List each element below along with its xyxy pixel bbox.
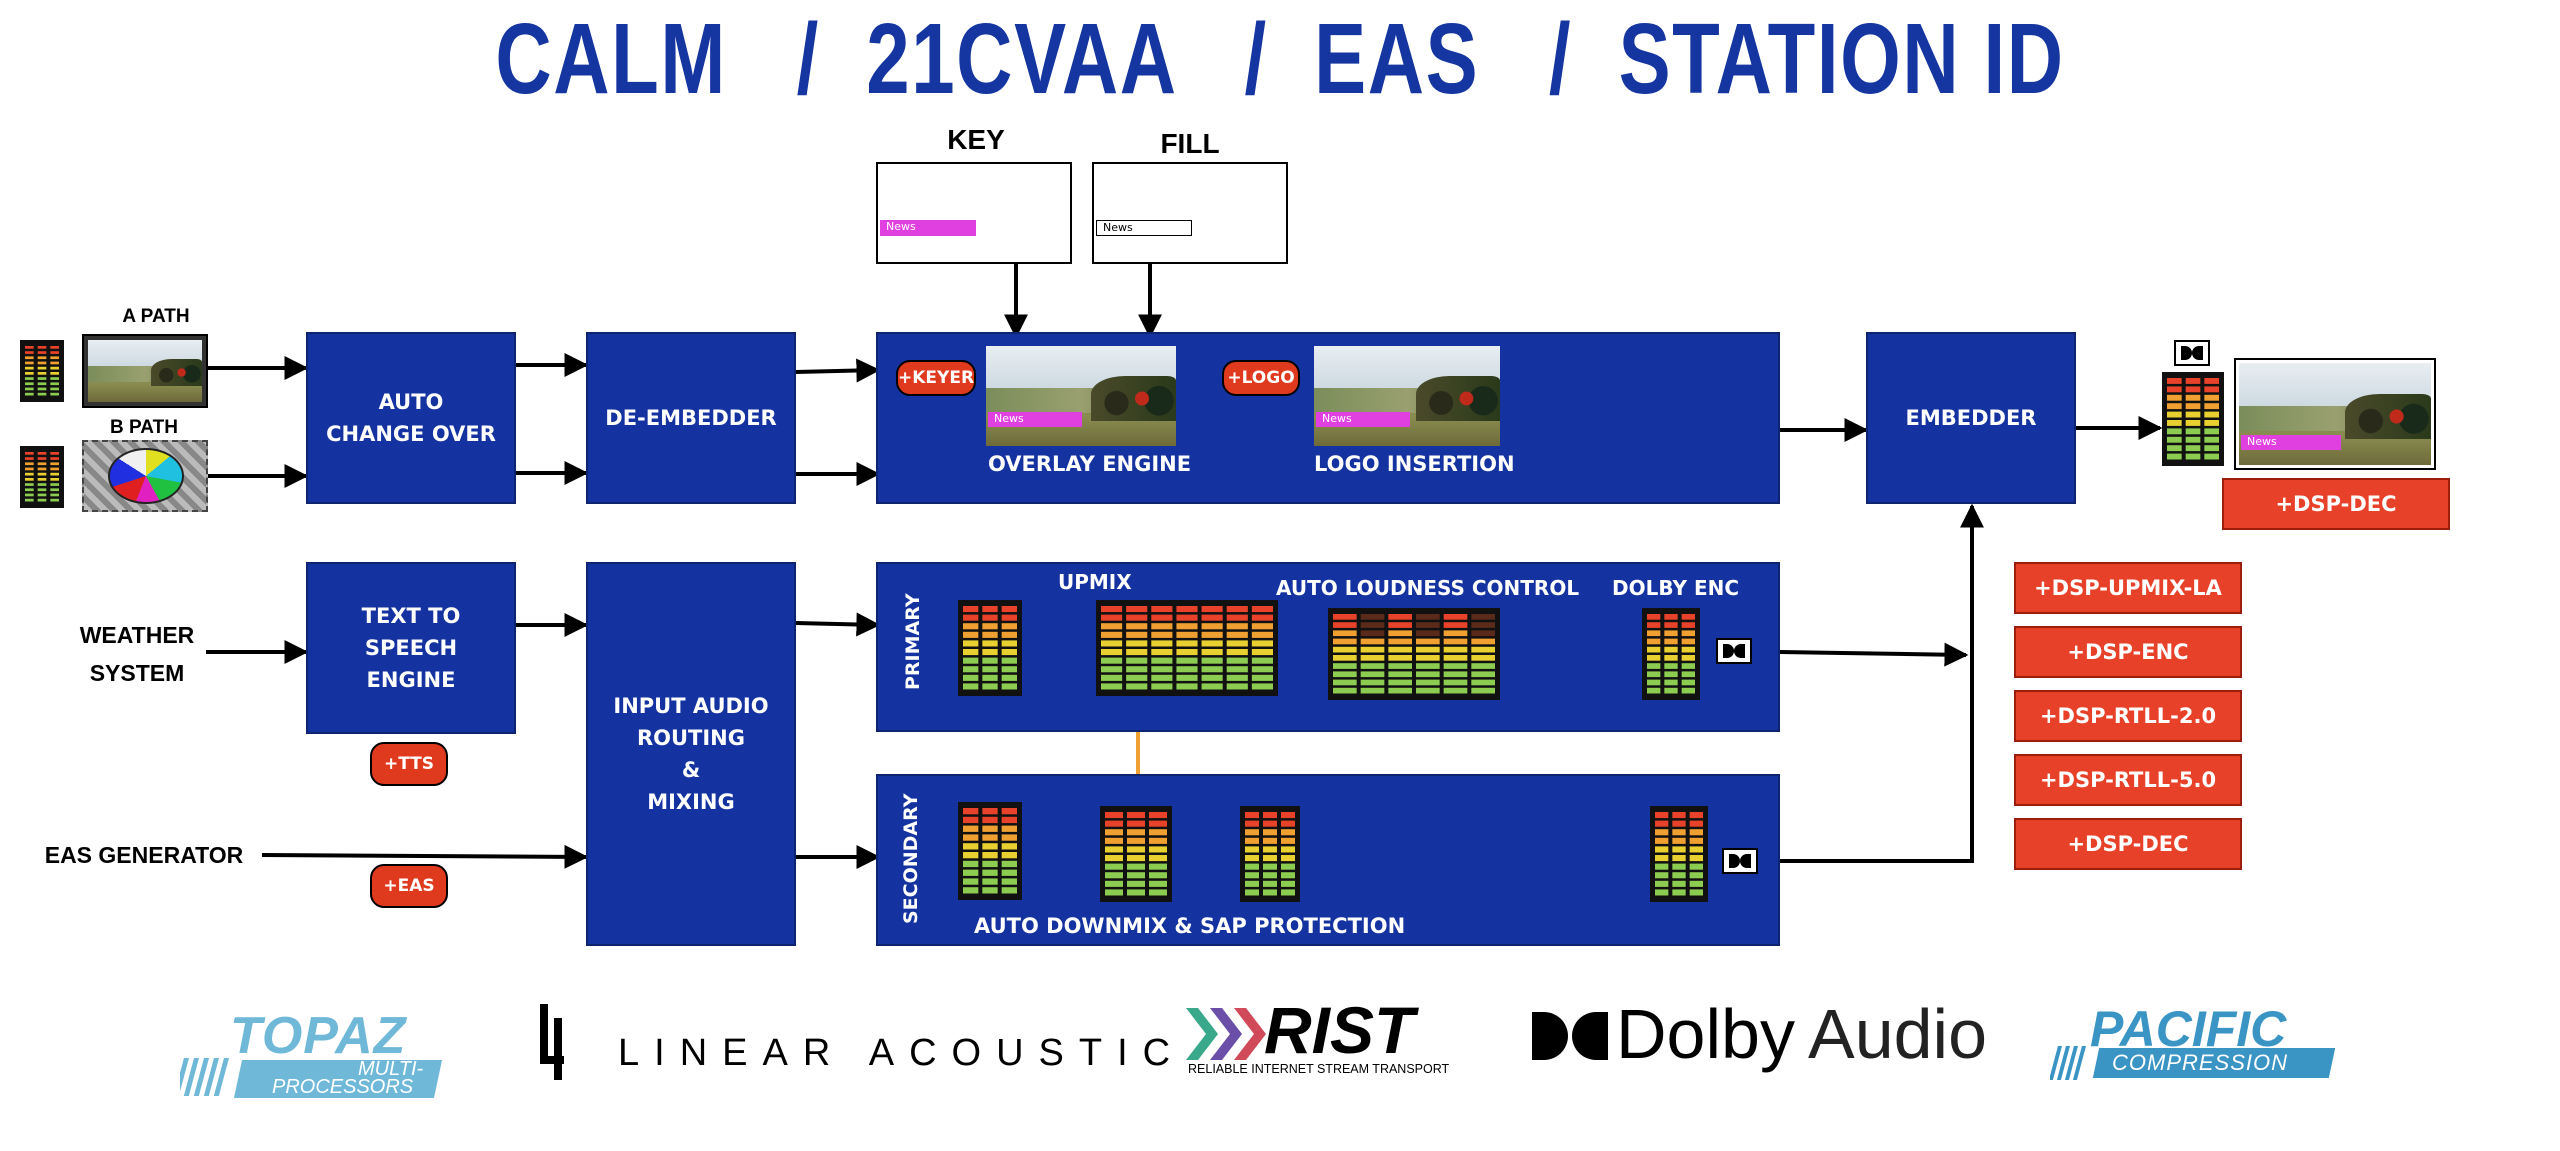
output-meter-icon <box>2162 372 2224 466</box>
dsp-option-3: +DSP-RTLL-2.0 <box>2014 690 2242 742</box>
text-to-speech-block: TEXT TO SPEECH ENGINE <box>306 562 516 734</box>
input-audio-routing-block: INPUT AUDIO ROUTING & MIXING <box>586 562 796 946</box>
pacific-stripes-icon <box>2050 1046 2086 1080</box>
a-path-meter-icon <box>20 340 64 402</box>
pacific-logo: PACIFIC COMPRESSION <box>2050 1001 2340 1094</box>
dolby-enc-meter-icon <box>1642 608 1700 700</box>
upmix-meter-icon <box>1096 600 1278 696</box>
fill-label: FILL <box>1160 128 1220 159</box>
fill-frame: News <box>1092 162 1288 264</box>
key-news-bar: News <box>880 220 976 236</box>
dolby-audio-wordmark: Audio <box>1808 995 1988 1073</box>
secondary-audio-block <box>876 774 1780 946</box>
dsp-option-1: +DSP-UPMIX-LA <box>2014 562 2242 614</box>
b-path-meter-icon <box>20 446 64 508</box>
topaz-wordmark: TOPAZ <box>230 1007 407 1065</box>
arrow-deemb-1 <box>795 358 881 383</box>
key-frame: News <box>876 162 1072 264</box>
arrow-primary-embedder <box>1779 642 1969 667</box>
rist-chevrons-icon <box>1186 1008 1266 1060</box>
dolby-enc-label: DOLBY ENC <box>1612 576 1740 600</box>
dsp-option-4: +DSP-RTLL-5.0 <box>2014 754 2242 806</box>
logo-insertion-label: LOGO INSERTION <box>1314 452 1515 476</box>
sap-meter-icon <box>1240 806 1300 902</box>
logo-preview-icon: News <box>1314 346 1500 446</box>
topaz-stripes-icon <box>180 1058 229 1096</box>
downmix-label: AUTO DOWNMIX & SAP PROTECTION <box>974 914 1406 938</box>
topaz-logo: TOPAZ MULTI- PROCESSORS <box>180 1006 450 1098</box>
pacific-wordmark: PACIFIC <box>2090 1001 2287 1057</box>
primary-side-label: PRIMARY <box>902 593 924 690</box>
dolby-logo-primary-icon <box>1716 638 1752 664</box>
output-news-bar: News <box>2241 435 2341 450</box>
overlay-engine-label: OVERLAY ENGINE <box>988 452 1192 476</box>
dolby-wordmark: Dolby <box>1616 995 1795 1073</box>
a-path-label: A PATH <box>122 306 190 327</box>
tts-badge: +TTS <box>370 742 448 786</box>
embedder-block: EMBEDDER <box>1866 332 2076 504</box>
rist-wordmark: RIST <box>1264 993 1415 1067</box>
logo-badge: +LOGO <box>1222 360 1300 396</box>
secondary-side-label: SECONDARY <box>900 793 922 925</box>
dolby-logo-output-icon <box>2174 340 2210 366</box>
auto-change-over-block: AUTO CHANGE OVER <box>306 332 516 504</box>
keyer-badge: +KEYER <box>896 360 976 396</box>
arrow-secondary-embedder <box>1780 503 1984 863</box>
arrow-mix-primary <box>795 612 881 637</box>
key-label: KEY <box>947 124 1005 155</box>
output-monitor-icon: News <box>2234 358 2436 470</box>
topaz-sub1: MULTI- <box>358 1058 424 1080</box>
dsp-dec-top-option: +DSP-DEC <box>2222 478 2450 530</box>
primary-input-meter-icon <box>958 600 1022 696</box>
topaz-sub2: PROCESSORS <box>272 1076 414 1098</box>
eas-generator-label: EAS GENERATOR <box>44 842 244 868</box>
logo-news-bar: News <box>1316 412 1410 427</box>
b-path-test-card-icon <box>82 440 208 512</box>
fill-news-bar: News <box>1096 220 1192 236</box>
secondary-out-meter-icon <box>1650 806 1708 902</box>
downmix-meter-icon <box>1100 806 1172 902</box>
a-path-monitor-icon <box>82 334 208 408</box>
b-path-label: B PATH <box>110 417 178 438</box>
linear-acoustic-wordmark: LINEAR ACOUSTIC <box>618 1032 1186 1074</box>
diagram-title: CALM / 21CVAA / EAS / STATION ID <box>495 3 2065 115</box>
linear-acoustic-mark-icon <box>540 1004 564 1080</box>
rist-subtitle: RELIABLE INTERNET STREAM TRANSPORT <box>1188 1062 1450 1076</box>
overlay-preview-icon: News <box>986 346 1176 446</box>
auto-loudness-label: AUTO LOUDNESS CONTROL <box>1276 576 1580 600</box>
weather-system-label: WEATHER SYSTEM <box>79 622 195 686</box>
dsp-option-2: +DSP-ENC <box>2014 626 2242 678</box>
eas-badge: +EAS <box>370 864 448 908</box>
loudness-meter-icon <box>1328 608 1500 700</box>
upmix-label: UPMIX <box>1058 570 1132 594</box>
overlay-news-bar: News <box>988 412 1082 427</box>
pacific-sub: COMPRESSION <box>2112 1050 2289 1075</box>
dolby-logo-secondary-icon <box>1722 848 1758 874</box>
arrow-eas <box>261 844 589 869</box>
dsp-option-5: +DSP-DEC <box>2014 818 2242 870</box>
de-embedder-block: DE-EMBEDDER <box>586 332 796 504</box>
secondary-input-meter-icon <box>958 802 1022 900</box>
dolby-double-d-icon <box>1532 1012 1608 1060</box>
